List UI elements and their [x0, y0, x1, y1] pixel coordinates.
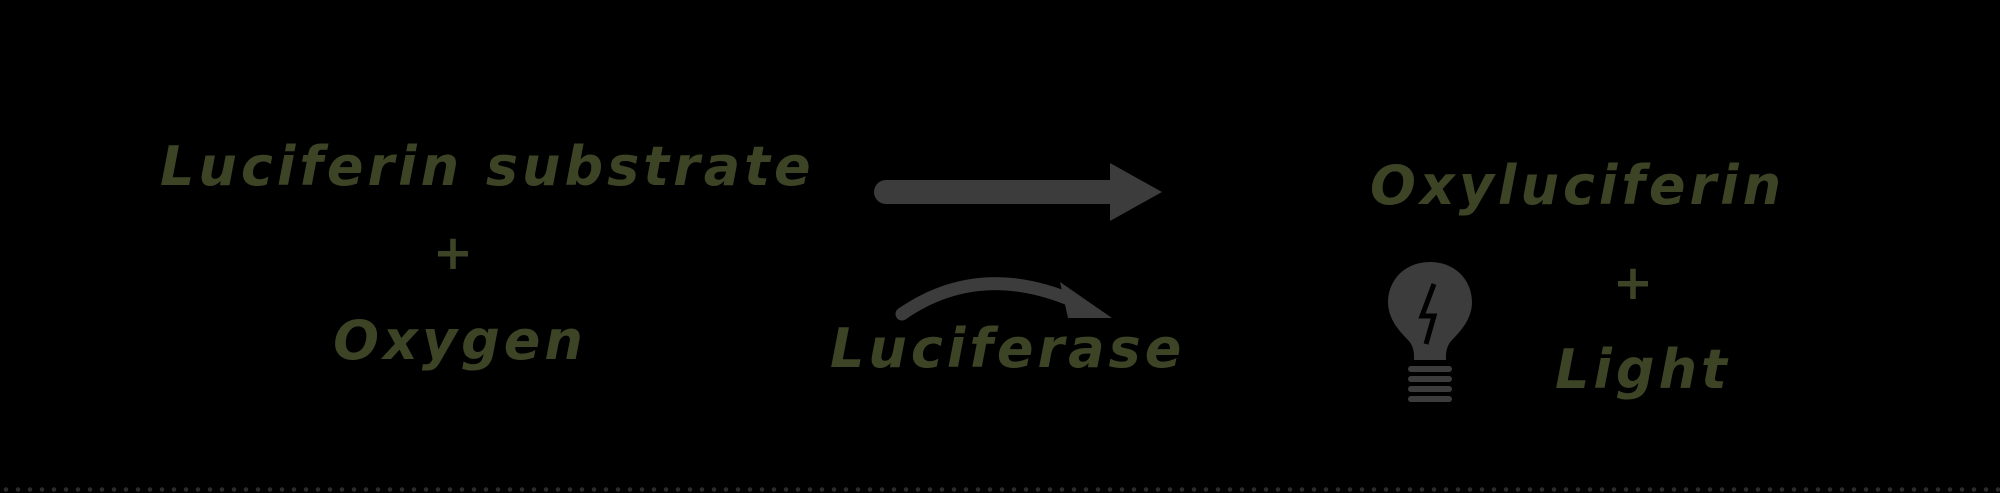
product-label: Oxyluciferin — [1370, 154, 1786, 217]
bulb-base-ring — [1408, 366, 1452, 372]
reactant-plus-sign: + — [432, 225, 478, 281]
enzyme-label: Luciferase — [830, 317, 1186, 380]
bulb-lightning — [1418, 283, 1438, 345]
bulb-glass — [1388, 262, 1472, 360]
bulb-base-ring — [1408, 386, 1452, 392]
reactant-oxygen-label: Oxygen — [333, 309, 587, 372]
curved-arrow-icon — [895, 277, 1112, 321]
product-light-label: Light — [1555, 338, 1731, 401]
dotted-border — [0, 486, 2000, 493]
light-bulb-icon — [1388, 262, 1472, 402]
bulb-base-ring — [1408, 396, 1452, 402]
curved-arrow-head — [1060, 282, 1112, 318]
curved-arrow-body — [895, 277, 1083, 321]
product-plus-sign: + — [1612, 255, 1658, 311]
bulb-base-ring — [1408, 376, 1452, 382]
arrow-head — [1110, 163, 1162, 221]
arrow-right-icon — [874, 163, 1162, 221]
reactant-substrate-label: Luciferin substrate — [160, 135, 815, 198]
